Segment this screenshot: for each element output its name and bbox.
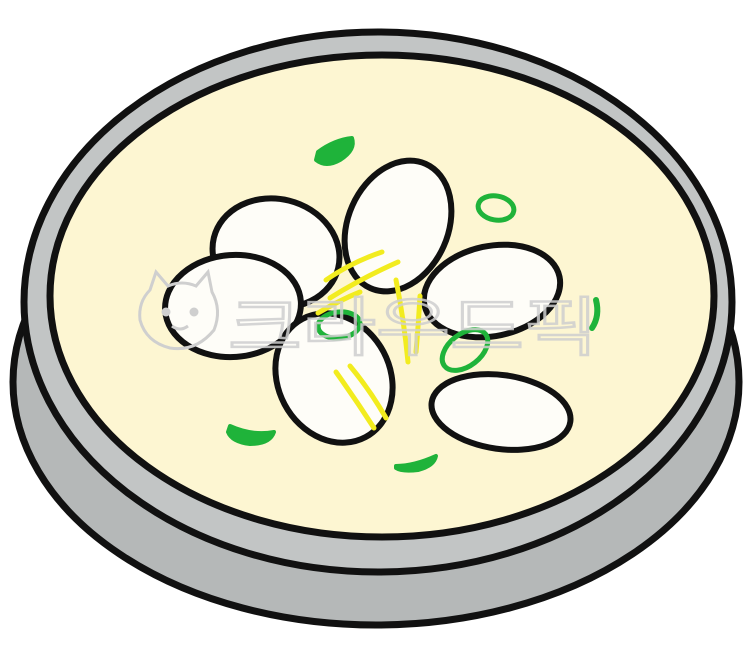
egg-strand-icon (413, 293, 423, 355)
egg-strand-icon (333, 369, 377, 431)
egg-strand-icon (323, 249, 385, 283)
egg-strands (315, 249, 423, 431)
scallions (226, 136, 601, 473)
cat-mascot-icon (138, 268, 219, 351)
egg-strand-icon (393, 277, 411, 365)
scallion-icon (315, 309, 363, 341)
egg-strand-icon (347, 363, 389, 421)
egg-strand-icon (327, 259, 401, 301)
scallion-icon (475, 193, 517, 223)
rice-cake-icon (420, 241, 564, 341)
scallion-icon (394, 454, 438, 473)
scallion-icon (439, 327, 491, 373)
scallion-icon (226, 424, 276, 446)
rice-cake-icon (341, 157, 455, 295)
scallion-icon (589, 297, 601, 331)
watermark-text: 크라우드픽 (228, 292, 598, 366)
rice-cakes (162, 157, 574, 453)
rice-cake-icon (428, 371, 574, 453)
watermark: 크라우드픽 (138, 268, 599, 367)
egg-strand-icon (315, 289, 363, 316)
scallion-icon (314, 136, 355, 166)
